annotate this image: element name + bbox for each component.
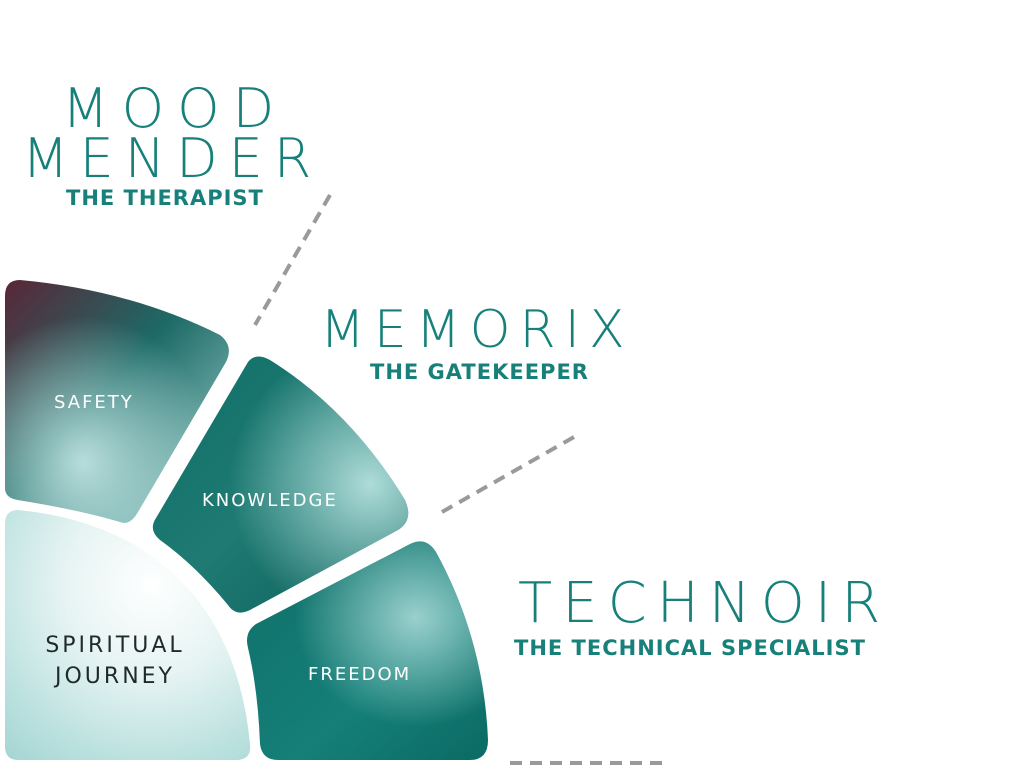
freedom-label: FREEDOM bbox=[308, 664, 412, 685]
memorix-title: MEMORIX bbox=[320, 300, 634, 360]
memorix-subtitle: THE GATEKEEPER bbox=[370, 360, 589, 384]
mood-mender-title-line2: MENDER bbox=[22, 127, 323, 190]
spiritual-label-line2: JOURNEY bbox=[55, 664, 175, 689]
technoir-title: TECHNOIR bbox=[518, 571, 891, 636]
mood-mender-subtitle: THE THERAPIST bbox=[66, 186, 264, 210]
safety-segment bbox=[5, 280, 229, 523]
spiritual-label-line1: SPIRITUAL bbox=[45, 633, 185, 658]
safety-label: SAFETY bbox=[54, 392, 134, 413]
spiritual-journey-label: SPIRITUAL JOURNEY bbox=[30, 630, 200, 692]
technoir-subtitle: THE TECHNICAL SPECIALIST bbox=[514, 636, 866, 660]
knowledge-label: KNOWLEDGE bbox=[202, 490, 338, 511]
freedom-segment bbox=[247, 541, 488, 760]
connector-line-memorix bbox=[441, 435, 575, 514]
mood-mender-title-line1: MOOD bbox=[62, 77, 288, 140]
spiritual-journey-segment bbox=[5, 510, 251, 760]
connector-line-mood-mender bbox=[253, 194, 332, 326]
knowledge-segment bbox=[152, 356, 409, 613]
